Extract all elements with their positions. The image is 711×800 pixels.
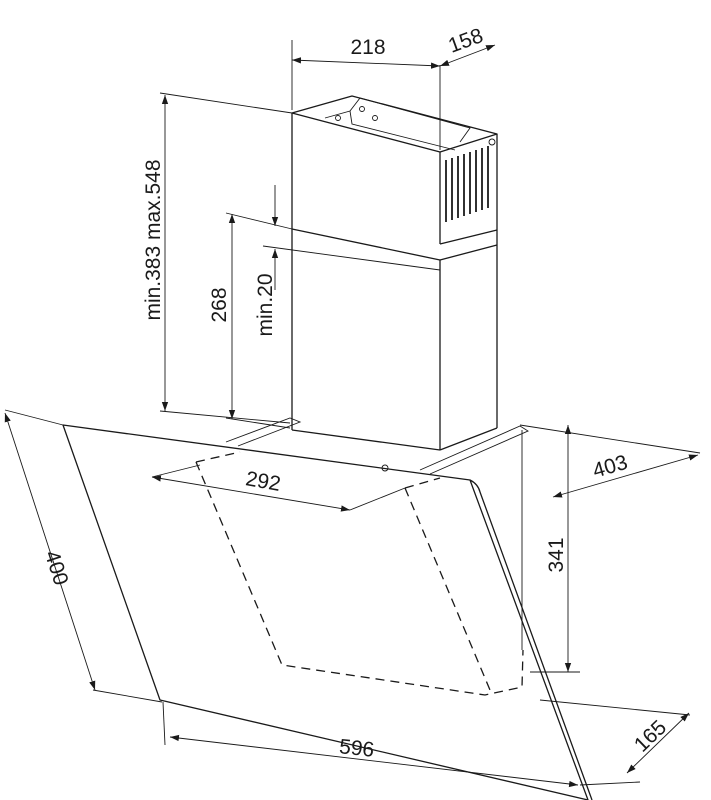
label-lower-chimney-height: 268	[208, 287, 231, 322]
vent-slots	[445, 146, 489, 222]
upper-chimney-top	[291, 95, 498, 153]
label-base-depth: 165	[630, 716, 671, 757]
hidden-body-outline	[195, 461, 524, 696]
dimension-labels: 218 158 min.383 max.548 268 min.20 292 4…	[40, 24, 671, 762]
dim-line-403	[552, 454, 699, 498]
dim-line-400	[4, 412, 96, 691]
lower-chimney	[291, 113, 498, 451]
label-inner-width: 292	[244, 467, 283, 496]
glass-panel	[62, 424, 589, 800]
label-hood-width: 596	[338, 735, 375, 762]
label-hood-height: 341	[545, 537, 568, 572]
upper-chimney	[291, 95, 498, 245]
extension-lines	[4, 40, 701, 786]
dim-line-596	[169, 734, 579, 788]
dim-line-165	[626, 712, 690, 774]
dim-line-292	[151, 475, 351, 512]
dim-line-218	[291, 57, 441, 69]
label-chimney-depth: 158	[445, 24, 486, 58]
label-chimney-width: 218	[350, 36, 385, 59]
label-panel-slant: 400	[40, 548, 73, 588]
dimension-lines	[4, 44, 699, 788]
dim-line-158	[439, 44, 496, 67]
label-hood-depth: 403	[590, 451, 630, 483]
label-chimney-height-range: min.383 max.548	[142, 159, 165, 320]
label-overlap-min: min.20	[254, 273, 277, 336]
hood-body	[62, 417, 593, 800]
